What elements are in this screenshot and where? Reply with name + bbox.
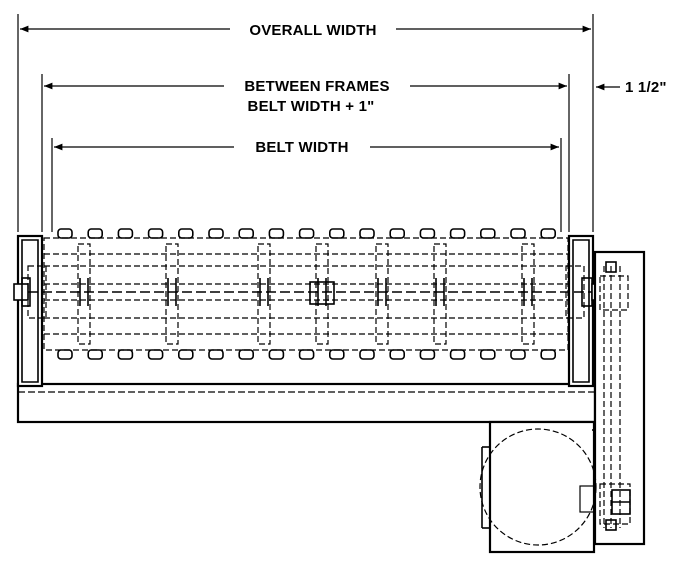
gear-motor: [479, 420, 597, 554]
belt-link-tab: [479, 228, 496, 239]
belt-link-tab: [117, 228, 134, 239]
belt-link-tab: [510, 349, 526, 360]
between-frames-label: BETWEEN FRAMES: [244, 78, 389, 95]
belt-link-tabs-top: [57, 228, 557, 239]
belt-link-tab: [298, 228, 315, 239]
sprocket: [433, 243, 447, 345]
sprocket: [257, 243, 271, 345]
belt-link-tab: [178, 349, 194, 360]
belt-link-tab: [449, 349, 466, 360]
belt-link-tabs-bottom: [57, 349, 557, 360]
left-bearing: [13, 265, 47, 319]
belt-link-tab: [147, 349, 164, 360]
dimension-belt-width: BELT WIDTH: [51, 138, 562, 232]
between-frames-note: BELT WIDTH + 1": [248, 98, 375, 115]
belt-link-tab: [510, 228, 526, 239]
sprocket: [77, 243, 91, 345]
belt-link-tab: [268, 349, 285, 360]
belt-link-tab: [359, 349, 375, 360]
dimension-side-offset: 1 1/2": [596, 79, 667, 96]
belt-link-tab: [328, 349, 345, 360]
belt-link-tab: [298, 349, 315, 360]
belt-link-tab: [389, 228, 406, 239]
sprocket: [375, 243, 389, 345]
belt-link-tab: [268, 228, 285, 239]
belt-link-tab: [540, 349, 557, 360]
dimension-between-frames: BETWEEN FRAMES BELT WIDTH + 1": [41, 74, 570, 232]
belt-link-tab: [540, 228, 557, 239]
belt-link-tab: [238, 228, 254, 239]
sprocket: [521, 243, 535, 345]
belt-link-tab: [57, 228, 73, 239]
belt-link-tab: [178, 228, 194, 239]
belt-link-tab: [57, 349, 73, 360]
belt-link-tab: [87, 349, 103, 360]
belt-link-tab: [419, 349, 436, 360]
belt-link-tab: [419, 228, 436, 239]
chain-guard: [593, 250, 646, 546]
belt-link-tab: [87, 228, 103, 239]
belt-link-tab: [389, 349, 406, 360]
belt-link-tab: [479, 349, 496, 360]
sprocket: [315, 243, 329, 345]
center-coupling: [309, 281, 335, 305]
belt-link-tab: [117, 349, 134, 360]
belt-link-tab: [359, 228, 375, 239]
sprocket: [165, 243, 179, 345]
belt-link-tab: [238, 349, 254, 360]
side-offset-label: 1 1/2": [625, 79, 667, 96]
belt-width-label: BELT WIDTH: [255, 139, 348, 156]
belt-link-tab: [208, 349, 224, 360]
belt-link-tab: [449, 228, 466, 239]
dimension-overall-width: OVERALL WIDTH: [17, 14, 594, 232]
conveyor-frame: [16, 234, 597, 424]
belt-link-tab: [147, 228, 164, 239]
belt-link-tab: [208, 228, 224, 239]
sprockets: [77, 243, 535, 345]
belt-link-tab: [328, 228, 345, 239]
overall-width-label: OVERALL WIDTH: [249, 22, 376, 39]
